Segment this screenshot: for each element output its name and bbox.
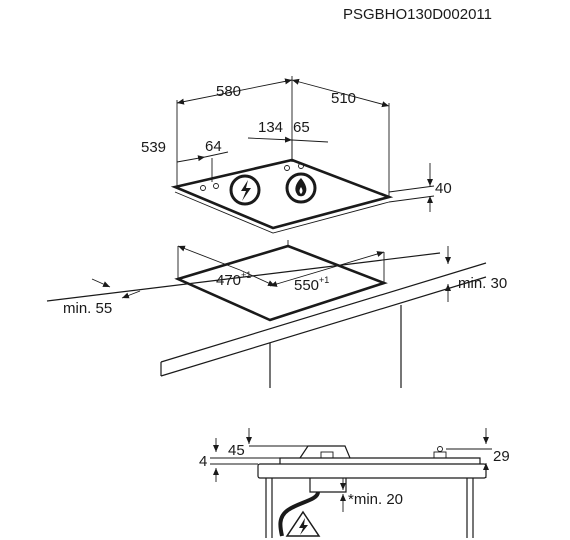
burner-cap [299,445,351,459]
gas-flame-icon [285,172,317,204]
hob-plate [170,158,394,230]
dim-width-580: 580 [216,83,241,100]
dim-cutout-470: 470+1 [216,270,251,289]
dim-section-4: 4 [199,453,207,470]
power-cable [278,491,320,537]
hob-body-section [309,478,347,493]
section-view [257,445,487,538]
dim-section-45: 45 [228,442,245,459]
document-code: PSGBHO130D002011 [343,6,492,23]
worktop-section [257,463,487,479]
control-dot [200,185,206,191]
dim-section-29: 29 [493,448,510,465]
dim-depth-510: 510 [331,90,356,107]
dim-section-clearance: *min. 20 [348,491,403,508]
worktop-cutout-view [46,240,487,388]
dim-rear-margin: min. 30 [458,275,507,292]
dim-offset-539: 539 [141,139,166,156]
dim-front-margin: min. 55 [63,300,112,317]
hob-top-view [170,76,394,234]
dim-offset-65: 65 [293,119,310,136]
dim-thickness-40: 40 [435,180,452,197]
hob-plate-underside [174,191,390,234]
worktop-front-edge-lower [160,276,487,377]
electric-warning-icon [285,510,321,537]
dim-cutout-550: 550+1 [294,275,329,294]
control-dot [213,183,219,189]
control-dot [284,165,290,171]
dim-offset-134: 134 [258,119,283,136]
worktop-front-edge [160,262,487,363]
control-dot [298,163,304,169]
dim-offset-64: 64 [205,138,222,155]
electric-hazard-icon [229,174,261,206]
hob-glass-section [279,457,481,464]
